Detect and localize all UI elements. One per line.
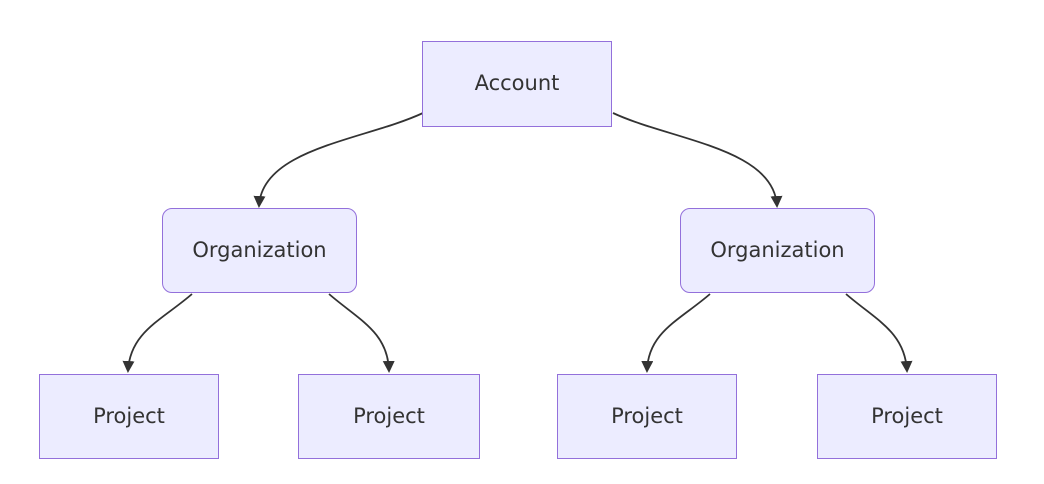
node-project-1-label: Project (93, 403, 165, 428)
edge-account-to-org-right (612, 112, 783, 208)
node-project-1: Project (39, 374, 219, 459)
node-project-3-label: Project (611, 403, 683, 428)
edge-org-right-to-project-3 (641, 293, 711, 373)
node-organization-right: Organization (680, 208, 875, 293)
node-project-4-label: Project (871, 403, 943, 428)
node-organization-left: Organization (162, 208, 357, 293)
edge-org-right-to-project-4 (845, 293, 913, 373)
node-project-2: Project (298, 374, 480, 459)
node-project-4: Project (817, 374, 997, 459)
edge-org-left-to-project-1 (122, 293, 193, 373)
node-organization-left-label: Organization (192, 237, 327, 262)
edge-org-left-to-project-2 (328, 293, 395, 373)
node-project-3: Project (557, 374, 737, 459)
node-account: Account (422, 41, 612, 127)
node-organization-right-label: Organization (710, 237, 845, 262)
node-account-label: Account (474, 71, 560, 96)
node-project-2-label: Project (353, 403, 425, 428)
edge-account-to-org-left (253, 112, 424, 208)
